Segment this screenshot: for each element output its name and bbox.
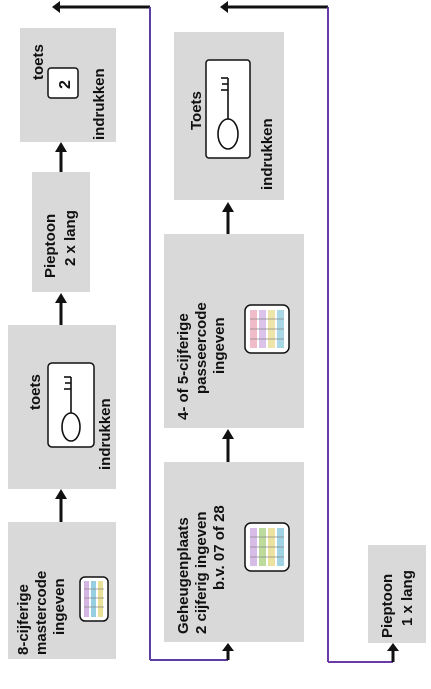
step-beep-long: Pieptoon 2 x lang <box>32 172 90 292</box>
memory-slot-line3: b.v. 07 of 28 <box>211 505 228 590</box>
key-2-label: 2 <box>57 80 74 89</box>
keypad-icon <box>244 304 290 354</box>
key-2-icon <box>47 67 79 99</box>
beep-long-line2: 2 x lang <box>62 210 79 266</box>
key-icon <box>217 77 239 150</box>
step-mastercode: 8-cijferige mastercode ingeven <box>8 522 116 659</box>
key-2-top: toets <box>30 44 47 80</box>
key-press-1-top: toets <box>27 374 44 410</box>
connector-bottom <box>220 1 399 663</box>
beep-long-line1: Pieptoon <box>42 214 59 278</box>
key-press-2-bottom: indrukken <box>259 118 276 190</box>
mastercode-line2: mastercode <box>33 571 50 655</box>
column-2-arrows <box>222 202 234 462</box>
step-beep-short: Pieptoon 1 x lang <box>368 545 426 643</box>
connector-top <box>52 1 234 661</box>
step-passcode: 4- of 5-cijferige passeercode ingeven <box>164 234 304 428</box>
step-key-press-2: Toets indrukken <box>174 32 284 200</box>
key-2-bottom: indrukken <box>91 68 108 140</box>
key-icon <box>61 376 81 442</box>
memory-slot-line1: Geheugenplaats <box>175 517 192 634</box>
key-press-2-top: Toets <box>188 91 205 130</box>
passcode-line3: ingeven <box>211 317 228 374</box>
step-key-2-press: toets 2 indrukken <box>20 28 116 142</box>
passcode-line1: 4- of 5-cijferige <box>175 313 192 420</box>
beep-short-line2: 1 x lang <box>399 570 416 626</box>
memory-slot-line2: 2 cijferig ingeven <box>193 511 210 634</box>
column-1-arrows <box>55 142 67 522</box>
keypad-icon <box>244 522 290 572</box>
mastercode-line3: ingeven <box>51 578 68 635</box>
key-press-1-bottom: indrukken <box>97 398 114 470</box>
beep-short-line1: Pieptoon <box>379 574 396 638</box>
passcode-line2: passeercode <box>193 302 210 394</box>
step-memory-slot: Geheugenplaats 2 cijferig ingeven b.v. 0… <box>164 462 304 642</box>
step-key-press-1: toets indrukken <box>8 325 116 489</box>
mastercode-line1: 8-cijferige <box>15 584 32 655</box>
keypad-icon <box>79 576 109 622</box>
